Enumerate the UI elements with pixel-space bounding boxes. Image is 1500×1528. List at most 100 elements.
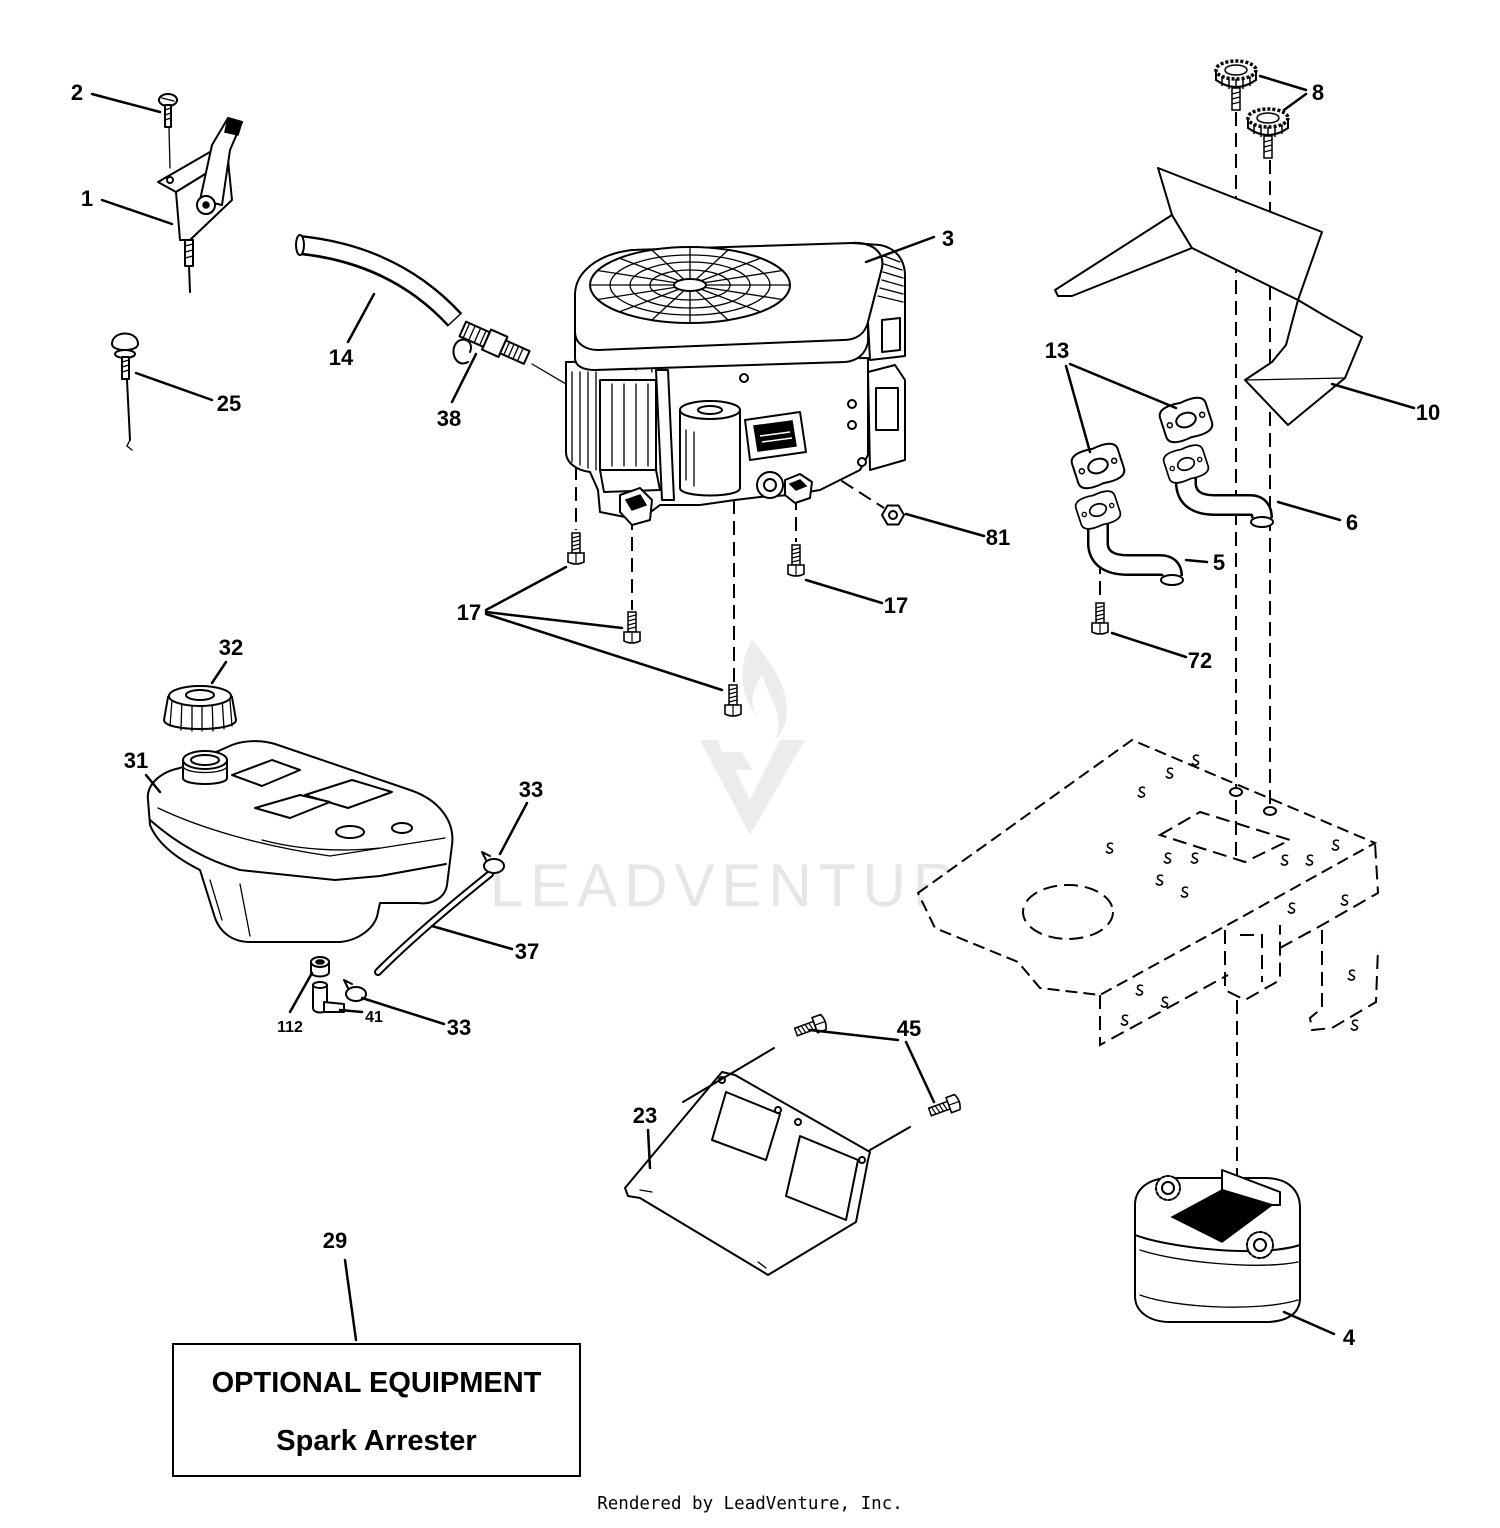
callout-label: 17: [884, 593, 908, 618]
optional-equipment-box: OPTIONAL EQUIPMENT Spark Arrester: [172, 1343, 581, 1477]
leader-line: [1184, 558, 1209, 564]
callout-label: 6: [1346, 510, 1358, 535]
engine: [565, 241, 906, 526]
callout-label: 2: [71, 80, 83, 105]
callout-label: 31: [124, 748, 148, 773]
callout-label: 13: [1045, 338, 1069, 363]
callout-label: 25: [217, 391, 241, 416]
plate-bolt: [792, 1013, 829, 1041]
fan-screen: [589, 246, 791, 324]
engine-mount-bolt: [567, 532, 585, 565]
hose-clamp: [481, 851, 505, 874]
fuel-tank: [146, 740, 454, 943]
leader-line: [430, 924, 514, 951]
ignition-module: [744, 411, 807, 461]
watermark: LEADVENTURE: [490, 640, 1010, 919]
watermark-text: LEADVENTURE: [490, 852, 1010, 919]
fuel-hose: [295, 234, 463, 327]
leader-line: [1276, 500, 1342, 522]
leader-line: [1110, 631, 1188, 659]
leader-line: [288, 971, 314, 1014]
leader-line: [1282, 92, 1308, 112]
leader-line: [1068, 362, 1178, 410]
exhaust-pipe: [1175, 462, 1274, 528]
callout-label: 112: [277, 1019, 303, 1036]
leader-line: [484, 612, 724, 692]
throttle-screw: [158, 93, 178, 169]
exhaust-gasket: [1156, 393, 1216, 447]
leader-line: [1064, 364, 1092, 454]
fuel-line: [374, 870, 494, 976]
callout-labels: 2 1 25 14 38 3 8 13 10 6 5 81 17 17 72 3…: [71, 80, 1440, 1350]
leader-line: [804, 578, 884, 605]
callout-label: 1: [81, 186, 93, 211]
optional-equipment-heading: OPTIONAL EQUIPMENT: [211, 1367, 542, 1399]
leader-line: [498, 801, 529, 856]
leader-line: [144, 773, 162, 794]
muffler: [1134, 1169, 1301, 1323]
leader-line: [338, 1008, 364, 1014]
callout-label: 3: [942, 226, 954, 251]
leader-line: [1282, 1310, 1336, 1336]
callout-label: 37: [515, 939, 539, 964]
filler-neck: [182, 750, 228, 785]
leader-line: [484, 565, 568, 612]
callout-label: 17: [457, 600, 481, 625]
watermark-logo-icon: [742, 640, 788, 740]
callout-label: 38: [437, 406, 461, 431]
exhaust-shield: [1054, 167, 1363, 426]
leader-line: [1330, 382, 1416, 410]
callout-label: 33: [447, 1015, 471, 1040]
callout-label: 33: [519, 777, 543, 802]
fuel-cap: [163, 685, 237, 732]
engine-mount-bolt: [623, 611, 641, 644]
exhaust-gasket: [1068, 439, 1128, 493]
leader-line: [808, 1028, 900, 1042]
leader-lines: [90, 74, 1416, 1342]
leader-line: [210, 660, 228, 685]
engine-mount-bolt: [724, 684, 742, 717]
callout-label: 10: [1416, 400, 1440, 425]
watermark-logo-icon: [700, 740, 805, 835]
leader-line: [100, 198, 174, 226]
callout-label: 45: [897, 1016, 921, 1041]
callout-label: 8: [1312, 80, 1324, 105]
render-credit: Rendered by LeadVenture, Inc.: [597, 1494, 903, 1514]
callout-label: 14: [329, 345, 354, 370]
hex-nut: [881, 504, 905, 526]
elbow-fitting: [312, 981, 345, 1014]
leader-line: [343, 1258, 358, 1342]
leader-line: [450, 352, 478, 404]
optional-equipment-item: Spark Arrester: [276, 1425, 477, 1457]
leader-line: [904, 512, 986, 538]
alignment-lines: [682, 1047, 911, 1151]
leader-line: [134, 371, 214, 402]
leader-line: [90, 92, 162, 114]
callout-label: 72: [1188, 648, 1212, 673]
fuel-fitting: [452, 320, 567, 385]
exhaust-bolt: [1091, 602, 1109, 635]
callout-label: 23: [633, 1103, 657, 1128]
leader-line: [1258, 74, 1308, 92]
callout-label: 4: [1343, 1325, 1356, 1350]
tank-grommet: [310, 956, 330, 978]
exhaust-gasket: [1072, 487, 1124, 533]
shield-knob: [1246, 107, 1290, 160]
control-knob: [111, 332, 139, 451]
throttle-control: [157, 93, 243, 293]
callout-label: 32: [219, 635, 243, 660]
callout-label: 5: [1213, 550, 1225, 575]
callout-label: 29: [323, 1228, 347, 1253]
engine-mount-bolt: [787, 544, 805, 577]
callout-label: 41: [365, 1009, 383, 1026]
shield-knob: [1214, 59, 1258, 112]
leader-line: [904, 1040, 936, 1104]
bottom-plate: [624, 1071, 871, 1276]
leader-line: [360, 996, 446, 1026]
frame: [916, 738, 1380, 1047]
leader-line: [346, 292, 376, 344]
callout-label: 81: [986, 525, 1010, 550]
leader-line: [484, 610, 624, 630]
leader-line: [646, 1128, 652, 1170]
